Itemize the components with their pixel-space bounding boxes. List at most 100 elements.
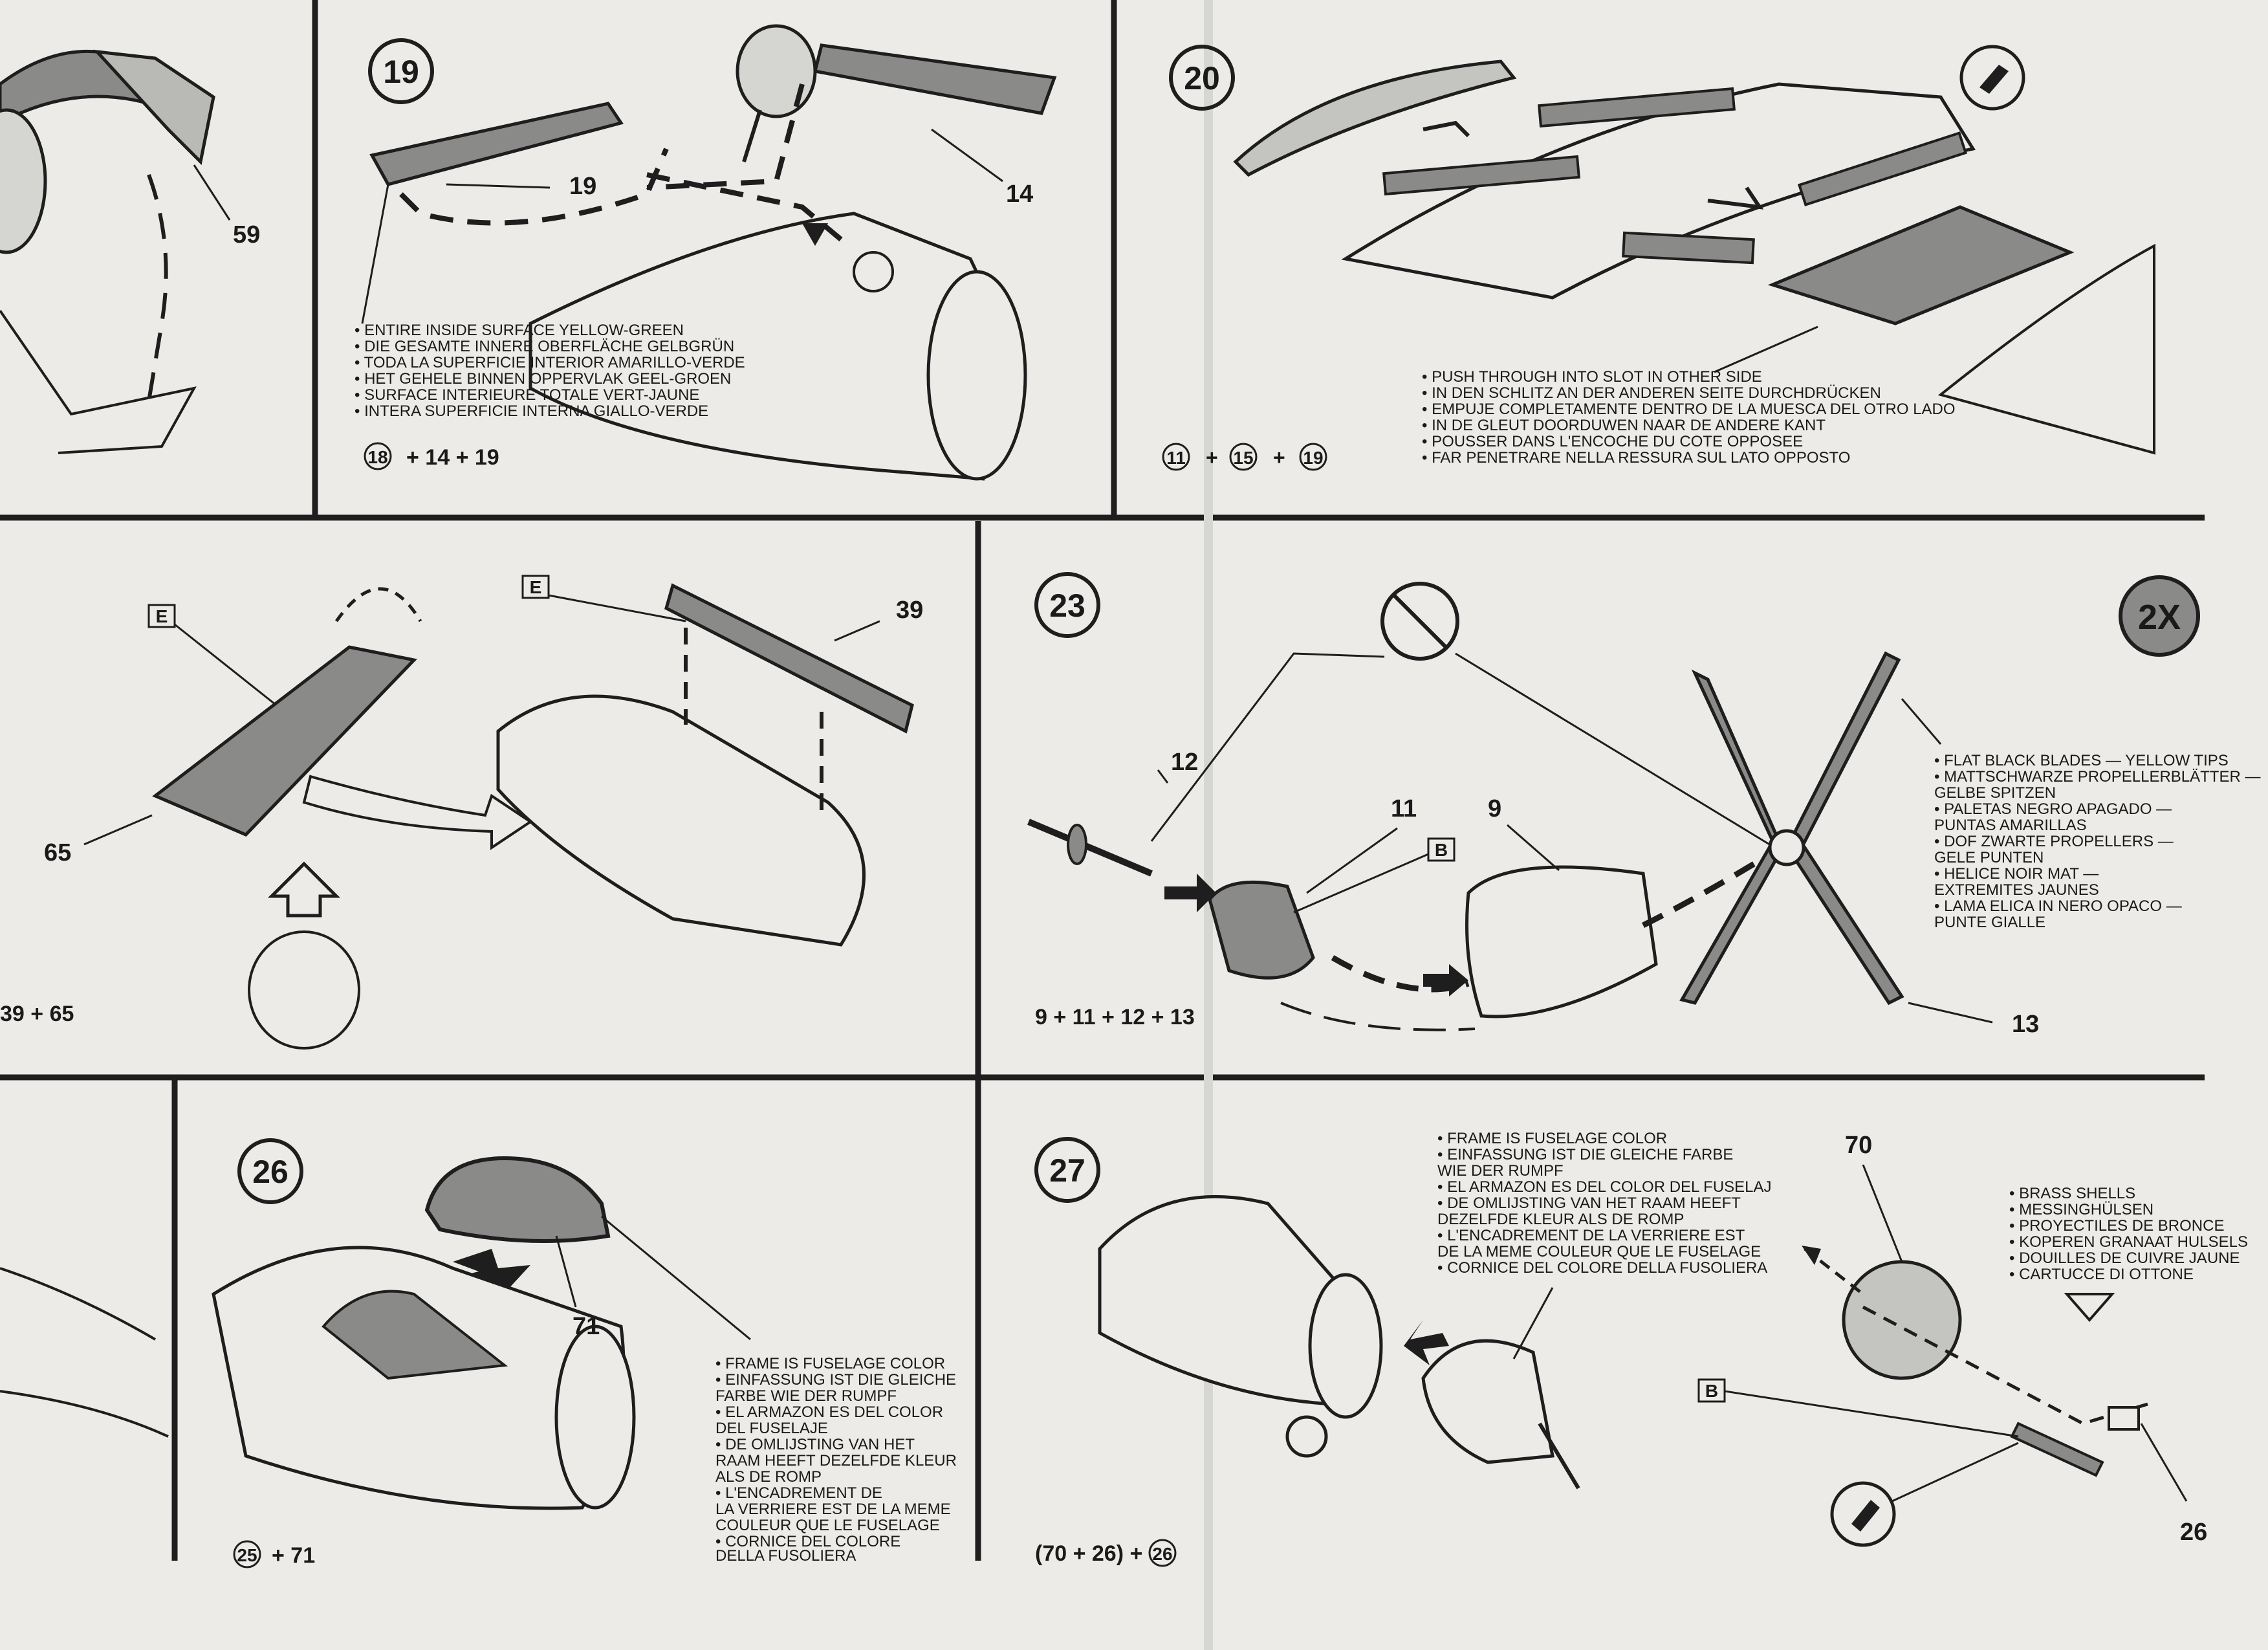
leader-note [601, 1215, 751, 1341]
label-box-e [521, 575, 550, 599]
note-line: DE LA MEME COULEUR QUE LE FUSELAGE [1437, 1243, 1761, 1260]
spar-tab [1622, 231, 1755, 265]
part-11-engine [1208, 880, 1315, 980]
note-line: • PUSH THROUGH INTO SLOT IN OTHER SIDE [1422, 368, 1762, 386]
wheel-part [0, 108, 47, 254]
leader-paint-note [361, 184, 389, 324]
formula-circle [1148, 1539, 1177, 1567]
nose-opening [1308, 1273, 1383, 1419]
callout-9: 9 [1488, 795, 1501, 822]
nose-ring [554, 1325, 636, 1510]
insert-arrow [302, 775, 533, 850]
note-line: • IN DEN SCHLITZ AN DER ANDEREN SEITE DU… [1422, 384, 1881, 402]
rotate-guide [334, 587, 422, 622]
callout-71: 71 [572, 1313, 600, 1340]
note-line: • MATTSCHWARZE PROPELLERBLÄTTER — [1934, 768, 2260, 786]
wing-outline [0, 1267, 169, 1438]
part-19-cockpit-side [369, 102, 624, 186]
note-line: • DE OMLIJSTING VAN HET [715, 1436, 915, 1453]
label-e: E [530, 577, 542, 597]
svg-text:+: + [1206, 446, 1218, 469]
direction-arrow [1404, 1320, 1449, 1365]
leader-70 [1862, 1164, 1903, 1262]
note-line: • CORNICE DEL COLORE DELLA FUSOLIERA [1437, 1259, 1767, 1277]
leader-19 [446, 183, 551, 189]
note-line: GELE PUNTEN [1934, 849, 2044, 866]
note-line: DEL FUSELAJE [715, 1420, 828, 1437]
note-line: • PROYECTILES DE BRONCE [2009, 1217, 2224, 1235]
svg-text:11: 11 [1166, 448, 1186, 468]
step-18-partial: 59 [0, 49, 260, 454]
note-line: COULEUR QUE LE FUSELAGE [715, 1517, 940, 1534]
nose-ring [926, 270, 1027, 481]
callout-19: 19 [569, 173, 596, 200]
label-b: B [1435, 840, 1448, 860]
porthole [853, 251, 894, 292]
note-line: • HET GEHELE BINNEN OPPERVLAK GEEL-GROEN [354, 370, 731, 388]
svg-text:15: 15 [1233, 448, 1253, 468]
section-view [248, 930, 360, 1050]
leader-65 [83, 814, 153, 846]
note-line: PUNTAS AMARILLAS [1934, 817, 2087, 834]
flap-panel [1767, 205, 2075, 325]
step-number-badge [368, 38, 434, 104]
ammo-box [2108, 1406, 2140, 1431]
leader-lines [1150, 652, 1786, 855]
callout-70: 70 [1845, 1132, 1872, 1159]
nose-glazing [1421, 1339, 1554, 1464]
note-line: • L'ENCADREMENT DE LA VERRIERE EST [1437, 1227, 1745, 1244]
direction-arrow [1707, 186, 1764, 210]
dashed-guide [1331, 858, 1761, 993]
notes-27-brass: • BRASS SHELLS • MESSINGHÜLSEN • PROYECT… [2009, 1185, 2248, 1283]
dashed-guide-39 [684, 628, 823, 815]
note-line: • FLAT BLACK BLADES — YELLOW TIPS [1934, 752, 2229, 769]
dashed-guide-19 [399, 148, 843, 242]
note-line: FARBE WIE DER RUMPF [715, 1387, 897, 1405]
fuselage-cockpit [496, 694, 866, 947]
tail-wheel-part [736, 24, 817, 118]
dashed-guide [147, 173, 168, 402]
note-line: • DE OMLIJSTING VAN HET RAAM HEEFT [1437, 1194, 1741, 1212]
leader-59 [193, 164, 231, 221]
step-number-badge [1169, 45, 1235, 111]
part-71-canopy [424, 1156, 611, 1243]
down-arrow [2064, 1293, 2115, 1323]
dashed-guide-gun [1862, 1305, 2148, 1425]
note-line: • EMPUJE COMPLETAMENTE DENTRO DE LA MUES… [1422, 401, 1956, 418]
gun-barrel [1538, 1422, 1580, 1490]
svg-text:+: + [1273, 446, 1285, 469]
multiplier: 2X [2138, 598, 2181, 637]
formula-circled-part: 26 [1152, 1544, 1172, 1564]
note-line: • L'ENCADREMENT DE [715, 1484, 882, 1502]
leader-71 [555, 1235, 577, 1308]
spar-tab [1797, 131, 1968, 206]
note-line: • TODA LA SUPERFICIE INTERIOR AMARILLO-V… [354, 354, 745, 371]
note-line: • INTERA SUPERFICIE INTERNA GIALLO-VERDE [354, 402, 708, 420]
callout-14: 14 [1006, 181, 1033, 208]
glue-tube-shape [1979, 65, 2009, 94]
formula: 39 + 65 [0, 1002, 74, 1026]
part-70-gun-mount [1842, 1260, 1962, 1380]
note-line: DEZELFDE KLEUR ALS DE ROMP [1437, 1211, 1684, 1228]
note-line: • PALETAS NEGRO APAGADO — [1934, 800, 2172, 818]
note-line: • DOUILLES DE CUIVRE JAUNE [2009, 1249, 2240, 1267]
direction-arrow [1164, 874, 1216, 912]
leader-note [1714, 325, 1818, 373]
step-number: 27 [1049, 1152, 1085, 1189]
note-line: DELLA FUSOLIERA [715, 1547, 856, 1565]
direction-arrow [1423, 964, 1468, 996]
formula-circle [233, 1540, 261, 1568]
notes-27-frame: • FRAME IS FUSELAGE COLOR • EINFASSUNG I… [1437, 1130, 1772, 1277]
step-number-badge [1034, 1137, 1100, 1203]
callout-65: 65 [44, 839, 71, 866]
note-line: • EINFASSUNG IST DIE GLEICHE FARBE [1437, 1146, 1733, 1163]
note-line: GELBE SPITZEN [1934, 784, 2056, 802]
note-line: EXTREMITES JAUNES [1934, 881, 2099, 899]
step-19: 19 19 14 • ENTIRE INSIDE SURFACE YELLOW-… [354, 24, 1057, 481]
note-line: WIE DER RUMPF [1437, 1162, 1564, 1180]
part-26-machine-gun [2010, 1422, 2104, 1477]
note-line: • FAR PENETRARE NELLA RESSURA SUL LATO O… [1422, 449, 1850, 467]
step-25-partial [0, 1267, 169, 1438]
note-line: • ENTIRE INSIDE SURFACE YELLOW-GREEN [354, 322, 684, 339]
